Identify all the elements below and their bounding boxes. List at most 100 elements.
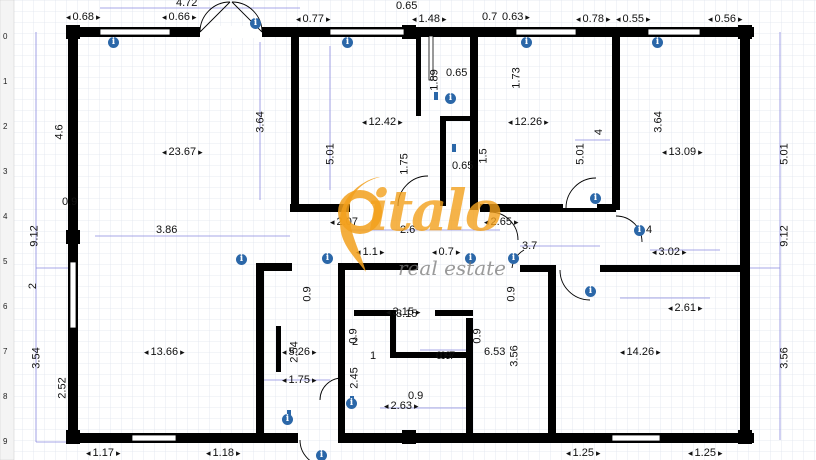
dim-inner-s: 4 [646,224,653,236]
dim-top-4: 0.77 [296,13,330,25]
info-icon[interactable]: i [322,253,333,264]
room-area-living: 23.67 [162,146,203,158]
info-icon[interactable]: i [521,37,532,48]
info-icon[interactable]: i [590,193,601,204]
room-area-bed-b: 12.26 [508,116,549,128]
ruler-mark-9: 9 [3,437,8,446]
walls [66,25,754,444]
dim-inner-q: 3.7 [522,240,538,252]
dim-inner-af: 0.9 [408,390,424,402]
dim-inner-ac: 0.7 [440,350,456,362]
dim-top-5: 1.48 [412,13,446,25]
dim-inner-ag: 1.75 [282,374,316,386]
info-icon[interactable]: i [652,37,663,48]
info-icon[interactable]: i [342,37,353,48]
info-icon[interactable]: i [316,450,327,460]
info-icon[interactable]: i [508,253,519,264]
dim-bottom-3: 1.25 [566,447,600,459]
dim-left-upper: 4.6 [53,124,66,140]
room-area-kitchen: 13.66 [144,346,185,358]
dim-inner-f: 3.64 [652,111,665,133]
dim-inner-ae: 2.63 [384,400,418,412]
dim-inner-aj: 0.9 [436,350,452,362]
dim-inner-g: 5.01 [574,143,587,165]
dim-top-6: 0.7 [482,11,498,23]
dim-inner-p: 2.65 [484,216,518,228]
dim-left-total: 9.12 [28,225,41,247]
dim-inner-ad: 2.45 [348,367,361,389]
dim-top-8: 0.78 [576,13,610,25]
info-icon[interactable]: i [282,414,293,425]
dim-inner-ak: 2 [352,336,359,348]
dim-left-4: 2.52 [56,377,69,399]
dim-left-3: 3.54 [30,347,43,369]
dim-inner-u: 0.7 [432,246,460,258]
info-icon[interactable]: i [250,18,261,29]
dim-inner-r: 3.02 [652,246,686,258]
info-icon[interactable]: i [108,37,119,48]
dim-inner-h: 4 [593,128,606,136]
ruler-mark-1: 1 [3,77,8,86]
doors [199,1,643,460]
room-area-bed-a: 12.42 [362,116,403,128]
dim-inner-ab: 1 [370,350,377,362]
info-icon[interactable]: i [465,253,476,264]
dimension-guides [35,7,781,443]
dim-inner-k: 1.5 [477,148,490,164]
room-area-hall: 6.53 [484,346,506,358]
room-area-bath: 5.26 [282,346,316,358]
dim-inner-m: 0.9 [62,196,78,208]
ruler-mark-3: 3 [3,167,8,176]
dim-inner-e: 1.73 [510,67,523,89]
dim-top-9: 0.55 [616,13,650,25]
ruler-mark-4: 4 [3,212,8,221]
dim-right-upper: 5.01 [778,143,791,165]
dim-inner-w: 2.61 [668,302,702,314]
dim-top-3: 0.66 [162,11,196,23]
info-icon[interactable]: i [445,93,456,104]
room-area-store: 3.15 [396,308,418,320]
dim-inner-b: 5.01 [324,143,337,165]
dim-inner-d: 0.65 [446,67,468,79]
ruler-mark-7: 7 [3,347,8,356]
dim-inner-o: 2.6 [400,224,416,236]
dim-right-total: 9.12 [778,225,791,247]
info-icon[interactable]: i [236,254,247,265]
dim-left-2: 2 [27,282,40,290]
dim-top-7: 0.63 [502,11,530,23]
dim-inner-ai: 0.9 [471,328,484,344]
dim-inner-a: 3.64 [254,111,267,133]
windows [69,28,701,442]
dim-top-2: 4.72 [176,0,198,9]
dim-bottom-1: 1.17 [86,447,120,459]
dim-inner-t: 1.1 [356,246,384,258]
dim-bottom-4: 1.25 [688,447,722,459]
watermark-logo-icon [338,177,382,272]
vertical-ruler [0,0,15,460]
dim-top-1: 0.68 [66,11,100,23]
ruler-mark-8: 8 [3,392,8,401]
info-icon[interactable]: i [634,225,645,236]
dim-top-10: 0.56 [708,13,742,25]
dim-inner-c: 1.89 [428,69,441,91]
room-area-bed-c: 13.09 [662,146,703,158]
room-area-bed-d: 14.26 [620,346,661,358]
ruler-mark-2: 2 [3,122,8,131]
dim-inner-y: 0.9 [505,286,518,302]
dim-inner-x: 3.15 [386,306,420,318]
ruler-mark-0: 0 [3,32,8,41]
dim-bottom-2: 1.18 [206,447,240,459]
dim-inner-l: 3.86 [156,224,178,236]
dim-right-lower: 3.56 [778,347,791,369]
watermark-tagline-text: real estate [398,256,507,280]
dim-inner-j: 0.65 [452,160,474,172]
ruler-mark-5: 5 [3,257,8,266]
info-icon[interactable]: i [346,398,357,409]
dim-inner-aa: 3.56 [508,345,521,367]
dim-inner-v: 0.9 [301,286,314,302]
watermark-brand-text: italo [368,178,502,244]
info-icon[interactable]: i [585,286,596,297]
room-area-small: 0.65 [396,0,418,12]
